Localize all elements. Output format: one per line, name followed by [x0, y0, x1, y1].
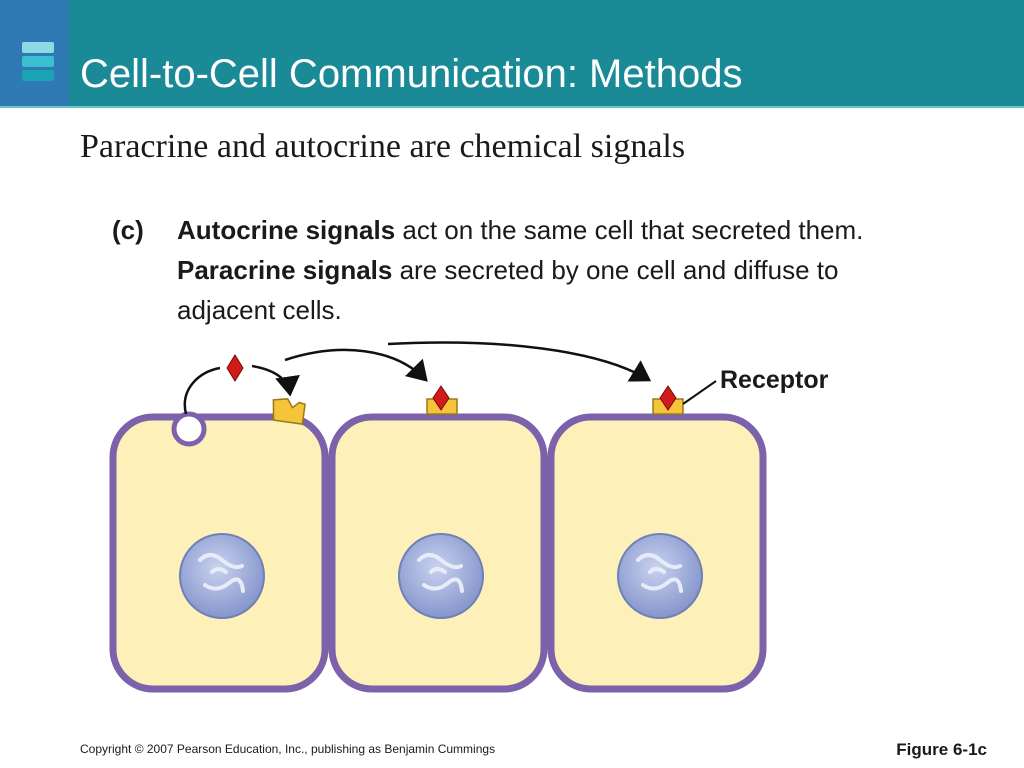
copyright-text: Copyright © 2007 Pearson Education, Inc.… — [80, 742, 496, 756]
header-bar — [0, 0, 1024, 108]
slide-title: Cell-to-Cell Communication: Methods — [80, 52, 743, 96]
paracrine-arrow-2 — [387, 341, 652, 382]
signal-molecule-bound-3 — [659, 385, 677, 411]
nucleus-2 — [398, 533, 484, 619]
receptor-cell-1 — [272, 398, 306, 425]
caption-text-2: are secreted by one cell and diffuse to … — [177, 255, 839, 325]
stack-icon — [22, 42, 54, 92]
caption-body: Autocrine signals act on the same cell t… — [177, 210, 917, 330]
autocrine-arrow — [251, 364, 300, 397]
signal-molecule-free — [226, 354, 244, 382]
release-arrow — [183, 366, 221, 415]
nucleus-1 — [179, 533, 265, 619]
paracrine-arrow-1 — [284, 348, 428, 382]
receptor-leader-line — [682, 380, 717, 405]
caption-term-autocrine: Autocrine signals — [177, 215, 396, 245]
signal-molecule-bound-2 — [432, 385, 450, 411]
header-side-block — [0, 0, 69, 106]
slide-subtitle: Paracrine and autocrine are chemical sig… — [80, 128, 686, 165]
secretory-vesicle — [171, 411, 207, 447]
nucleus-3 — [617, 533, 703, 619]
figure-number: Figure 6-1c — [896, 740, 987, 759]
caption-text-1: act on the same cell that secreted them. — [395, 215, 864, 245]
caption-term-paracrine: Paracrine signals — [177, 255, 393, 285]
caption-letter: (c) — [112, 215, 144, 245]
receptor-label: Receptor — [720, 366, 829, 394]
